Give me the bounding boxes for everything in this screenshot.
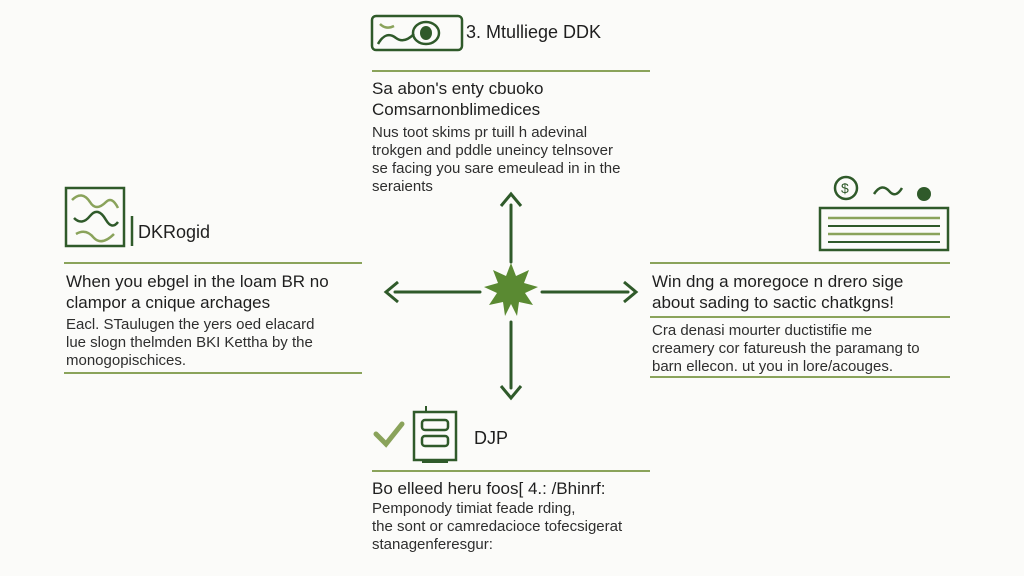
checklist-icon: [373, 406, 458, 463]
bottom-heading: Bo elleed heru foos[ 4.: /Bhinrf:: [372, 479, 606, 498]
right-heading: Win dng a moregoce n drero sige about sa…: [652, 272, 904, 312]
left-heading: When you ebgel in the loam BR no clampor…: [66, 272, 329, 312]
right-rule-middle: [650, 316, 950, 318]
money-bill-icon: [370, 14, 464, 52]
top-body: Nus toot skims pr tuill h adevinal trokg…: [372, 124, 621, 195]
arrow-up-icon: [499, 191, 523, 207]
bottom-label: DJP: [474, 428, 509, 448]
arrow-down-icon: [499, 385, 523, 401]
center-star-icon: [484, 263, 538, 316]
bottom-rule-upper: [372, 470, 650, 472]
top-rule-upper: [372, 70, 650, 72]
top-label: 3. Mtulliege DDK: [466, 22, 602, 42]
right-body: Cra denasi mourter ductistifie me creame…: [652, 322, 920, 375]
left-body: Eacl. STaulugen the yers oed elacard lue…: [66, 316, 315, 369]
ledger-icon: $: [818, 175, 950, 252]
bottom-body: Pemponody timiat feade rding, the sont o…: [372, 500, 623, 553]
left-label: DKRogid: [138, 222, 211, 242]
puzzle-map-icon: [64, 186, 134, 248]
left-rule-lower: [64, 372, 362, 374]
top-heading: Sa abon's enty cbuoko Comsarnonblimedice…: [372, 79, 544, 119]
right-rule-lower: [650, 376, 950, 378]
svg-text:$: $: [841, 180, 849, 196]
left-rule-upper: [64, 262, 362, 264]
arrow-left-icon: [383, 280, 399, 304]
right-rule-upper: [650, 262, 950, 264]
arrow-right-icon: [623, 280, 639, 304]
